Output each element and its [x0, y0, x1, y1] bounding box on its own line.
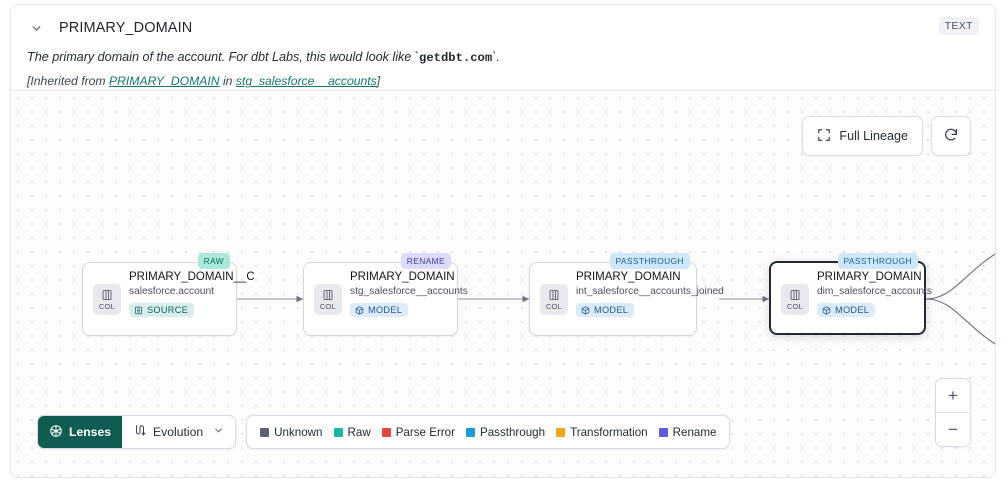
node-column-name: PRIMARY_DOMAIN [350, 271, 455, 283]
lineage-canvas[interactable]: RAW COL PRIMARY_DOMAIN__C salesforce.acc… [11, 91, 995, 477]
node-tag: PASSTHROUGH [837, 253, 918, 269]
legend-label: Rename [672, 425, 717, 439]
evolution-label: Evolution [153, 425, 204, 439]
legend-label: Transformation [570, 425, 648, 439]
legend-item: Parse Error [381, 425, 455, 439]
node-tag: RAW [197, 253, 230, 269]
column-header: PRIMARY_DOMAIN TEXT The primary domain o… [11, 5, 995, 91]
zoom-in-button[interactable]: + [948, 385, 958, 405]
aperture-icon [49, 424, 63, 441]
legend-swatch-unknown [260, 427, 270, 437]
refresh-button[interactable] [931, 116, 971, 156]
description-suffix: `. [492, 50, 500, 64]
type-badge: TEXT [938, 17, 979, 35]
evolution-dropdown[interactable]: Evolution [122, 416, 235, 448]
node-kind-label: MODEL [368, 305, 403, 315]
node-kind-badge: MODEL [350, 303, 409, 317]
lenses-label: Lenses [69, 425, 112, 439]
inherited-from-note: [Inherited from PRIMARY_DOMAIN in stg_sa… [27, 74, 979, 88]
node-body: PRIMARY_DOMAIN dim_salesforce_accounts M… [817, 271, 932, 320]
column-icon: COL [93, 284, 121, 315]
node-kind-badge: SOURCE [129, 303, 195, 317]
column-description: The primary domain of the account. For d… [27, 50, 979, 66]
inherited-model-link[interactable]: stg_salesforce__accounts [235, 74, 377, 89]
node-body: PRIMARY_DOMAIN int_salesforce__accounts_… [576, 271, 724, 320]
page-title: PRIMARY_DOMAIN [59, 20, 193, 36]
lineage-edges [237, 253, 995, 345]
node-kind-badge: MODEL [817, 303, 876, 317]
legend-item: Unknown [260, 425, 323, 439]
node-table-name: int_salesforce__accounts_joined [576, 286, 724, 297]
inherited-middle: in [219, 74, 236, 89]
lineage-legend: Unknown Raw Parse Error Passthrough Tran… [246, 415, 731, 449]
column-icon: COL [781, 284, 809, 315]
column-chip-label: COL [98, 301, 116, 311]
node-column-name: PRIMARY_DOMAIN [817, 271, 922, 283]
inherited-column-link[interactable]: PRIMARY_DOMAIN [108, 74, 220, 89]
legend-label: Unknown [274, 425, 323, 439]
legend-item: Raw [333, 425, 371, 439]
column-chip-label: COL [786, 301, 804, 311]
chevron-down-icon [213, 425, 224, 439]
edge-out-upper [925, 253, 995, 300]
canvas-toolbar: Full Lineage [802, 116, 971, 156]
title-row: PRIMARY_DOMAIN [27, 15, 979, 41]
node-kind-label: SOURCE [147, 305, 189, 315]
node-kind-label: MODEL [594, 305, 629, 315]
refresh-icon [943, 127, 959, 146]
column-chip-label: COL [545, 301, 563, 311]
description-code: getdbt.com [419, 51, 493, 65]
column-chip-label: COL [319, 301, 337, 311]
legend-item: Transformation [556, 426, 648, 439]
column-icon: COL [540, 284, 568, 315]
node-body: PRIMARY_DOMAIN__C salesforce.account SOU… [129, 271, 255, 320]
full-lineage-label: Full Lineage [839, 129, 908, 143]
evolution-icon [133, 424, 147, 441]
chevron-down-icon[interactable] [27, 19, 45, 37]
node-table-name: dim_salesforce_accounts [817, 286, 932, 297]
description-prefix: The primary domain of the account. For d… [27, 50, 419, 64]
legend-swatch-passthrough [465, 427, 475, 437]
legend-label: Passthrough [479, 425, 546, 439]
legend-label: Parse Error [395, 425, 455, 439]
inherited-prefix: [Inherited from [27, 74, 109, 89]
legend-swatch-raw [333, 427, 343, 437]
canvas-bottom-bar: Lenses Evolution Unknown Raw Parse Error… [37, 415, 731, 449]
zoom-controls: + − [935, 378, 971, 447]
inherited-suffix: ] [376, 74, 381, 89]
node-column-name: PRIMARY_DOMAIN [576, 271, 681, 283]
legend-swatch-rename [658, 427, 668, 437]
lineage-node[interactable]: PASSTHROUGH COL PRIMARY_DOMAIN int_sales… [529, 253, 724, 336]
lenses-button[interactable]: Lenses [38, 416, 123, 448]
node-tag: RENAME [400, 253, 451, 269]
legend-swatch-transformation [556, 427, 566, 437]
node-kind-label: MODEL [835, 305, 870, 315]
legend-item: Rename [658, 425, 717, 439]
node-table-name: salesforce.account [129, 286, 214, 297]
full-lineage-button[interactable]: Full Lineage [802, 116, 923, 156]
legend-item: Passthrough [465, 425, 546, 439]
legend-label: Raw [347, 425, 371, 439]
node-table-name: stg_salesforce__accounts [350, 286, 468, 297]
lineage-node-selected[interactable]: PASSTHROUGH COL PRIMARY_DOMAIN dim_sales… [769, 253, 932, 335]
node-body: PRIMARY_DOMAIN stg_salesforce__accounts … [350, 271, 468, 320]
legend-swatch-parse-error [381, 427, 391, 437]
node-column-name: PRIMARY_DOMAIN__C [129, 271, 255, 283]
node-tag: PASSTHROUGH [609, 253, 690, 269]
edge-out-lower [925, 298, 995, 345]
expand-icon [817, 128, 831, 145]
column-lineage-panel: PRIMARY_DOMAIN TEXT The primary domain o… [10, 4, 996, 478]
node-kind-badge: MODEL [576, 303, 635, 317]
lenses-segmented-control: Lenses Evolution [37, 415, 237, 449]
zoom-out-button[interactable]: − [936, 412, 970, 446]
lineage-node[interactable]: RAW COL PRIMARY_DOMAIN__C salesforce.acc… [82, 253, 255, 336]
lineage-node[interactable]: RENAME COL PRIMARY_DOMAIN stg_salesforce… [303, 253, 468, 336]
column-icon: COL [314, 284, 342, 315]
